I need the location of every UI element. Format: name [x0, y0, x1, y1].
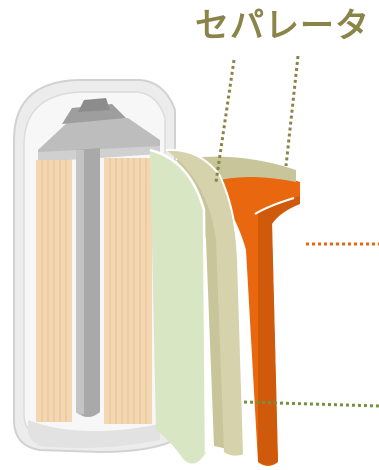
cathode-sheet-fold [258, 196, 300, 465]
anode-sheet [150, 150, 206, 464]
leader-separator-2 [286, 56, 298, 166]
center-pin-highlight [76, 150, 84, 415]
